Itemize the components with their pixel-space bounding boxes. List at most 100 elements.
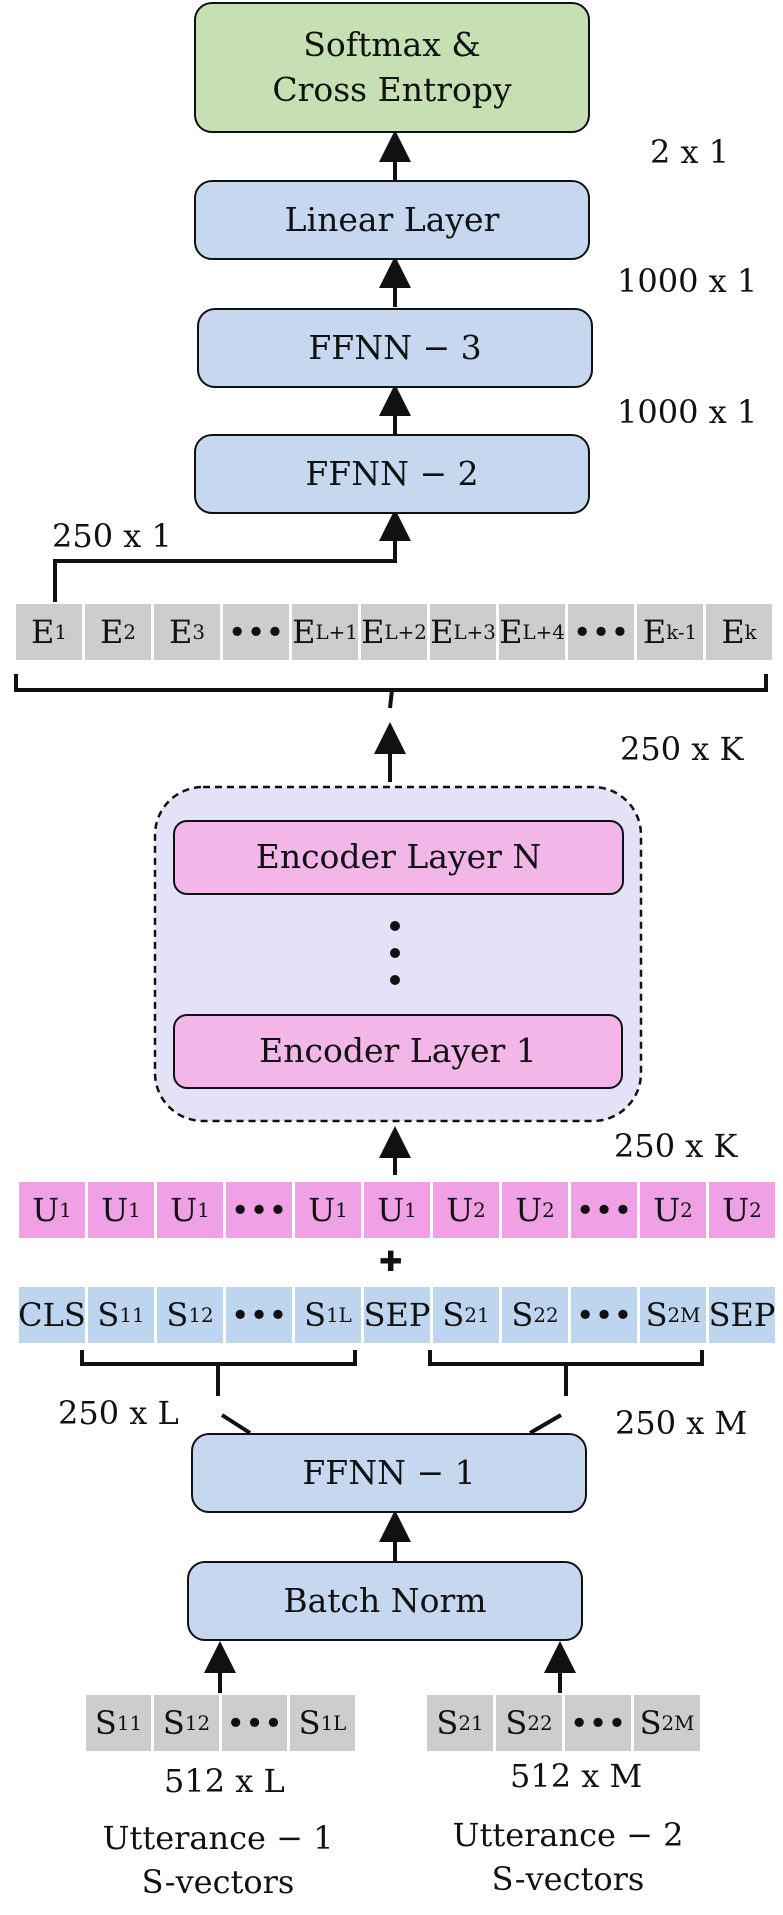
token-row-cell: SEP	[709, 1287, 775, 1343]
cell-symbol: S	[97, 1296, 120, 1334]
token-row-cell: SEP	[364, 1287, 430, 1343]
cell-symbol: S	[166, 1296, 189, 1334]
cell-subscript: 2	[542, 1198, 555, 1222]
cell-symbol: SEP	[708, 1296, 776, 1334]
encoder-layer-n-block: Encoder Layer N	[173, 820, 624, 895]
cell-subscript: L+4	[522, 620, 565, 644]
dim-label-utt1-proj: 250 x L	[58, 1394, 179, 1432]
cell-subscript: 1	[128, 1198, 141, 1222]
cell-subscript: 12	[188, 1303, 214, 1327]
cell-symbol: U	[722, 1191, 750, 1229]
utterance-2-caption: Utterance − 2 S-vectors	[452, 1816, 684, 1899]
ffnn-2-block: FFNN − 2	[194, 434, 590, 514]
cell-symbol: S	[505, 1704, 528, 1742]
utt1-row-cell: •••	[222, 1695, 287, 1751]
ellipsis-dot	[390, 975, 400, 985]
cell-subscript: 22	[527, 1711, 553, 1735]
cell-symbol: S	[304, 1296, 327, 1334]
cell-symbol: S	[94, 1704, 117, 1742]
utt2-brace	[428, 1350, 704, 1366]
embedding-brace	[14, 674, 768, 709]
cell-symbol: U	[170, 1191, 198, 1229]
cell-subscript: k	[744, 620, 757, 644]
ellipsis-dot	[390, 948, 400, 958]
cell-subscript: 2	[473, 1198, 486, 1222]
cell-symbol: U	[377, 1191, 405, 1229]
cell-symbol: •••	[226, 1704, 283, 1742]
cell-symbol: S	[436, 1704, 459, 1742]
cell-symbol: E	[169, 613, 193, 651]
dim-label-ffnn3-in: 1000 x 1	[617, 393, 758, 431]
dim-label-utt2-in: 512 x M	[510, 1757, 643, 1795]
token-row-cell: •••	[571, 1287, 637, 1343]
ffnn-1-block: FFNN − 1	[191, 1433, 587, 1513]
cell-symbol: CLS	[18, 1296, 86, 1334]
cell-subscript: 1	[197, 1198, 210, 1222]
cell-symbol: U	[653, 1191, 681, 1229]
cell-symbol: E	[499, 613, 523, 651]
cell-symbol: U	[101, 1191, 129, 1229]
cell-symbol: E	[31, 613, 55, 651]
cell-subscript: 1	[59, 1198, 72, 1222]
cell-symbol: E	[292, 613, 316, 651]
cell-subscript: 21	[464, 1303, 490, 1327]
cell-symbol: •••	[230, 1191, 288, 1229]
cell-symbol: •••	[569, 1704, 627, 1742]
cell-symbol: S	[298, 1704, 321, 1742]
utt1-brace	[80, 1350, 357, 1366]
embedding-row-cell: •••	[568, 604, 634, 660]
cell-subscript: 1	[404, 1198, 417, 1222]
cell-subscript: 22	[533, 1303, 559, 1327]
cell-symbol: U	[32, 1191, 60, 1229]
cell-subscript: L+1	[315, 620, 358, 644]
cell-subscript: 11	[116, 1711, 143, 1735]
ffnn-3-block: FFNN − 3	[197, 308, 593, 388]
cell-subscript: 21	[458, 1711, 484, 1735]
cell-symbol: •••	[572, 613, 630, 651]
plus-icon: ✚	[379, 1245, 403, 1278]
cell-symbol: SEP	[363, 1296, 431, 1334]
dim-label-encoder-in: 250 x K	[614, 1127, 738, 1165]
cell-subscript: 2	[749, 1198, 762, 1222]
embedding-row-cell: •••	[223, 604, 289, 660]
utt2-row-cell: •••	[565, 1695, 631, 1751]
utterance-1-caption: Utterance − 1 S-vectors	[102, 1819, 334, 1902]
cell-subscript: 3	[192, 620, 205, 644]
token-row-cell: CLS	[18, 1287, 86, 1343]
cell-subscript: L+3	[453, 620, 496, 644]
cell-symbol: •••	[227, 613, 285, 651]
cell-symbol: S	[442, 1296, 465, 1334]
cell-subscript: 1	[54, 620, 67, 644]
cell-symbol: E	[100, 613, 124, 651]
softmax-cross-entropy-block: Softmax & Cross Entropy	[194, 2, 590, 133]
cell-subscript: 2M	[667, 1303, 701, 1327]
cell-subscript: 1	[335, 1198, 348, 1222]
dim-label-e1-out: 250 x 1	[52, 517, 172, 555]
cell-symbol: S	[645, 1296, 668, 1334]
cell-symbol: U	[308, 1191, 336, 1229]
cell-symbol: E	[721, 613, 745, 651]
cell-subscript: 2	[123, 620, 136, 644]
cell-symbol: •••	[575, 1296, 633, 1334]
